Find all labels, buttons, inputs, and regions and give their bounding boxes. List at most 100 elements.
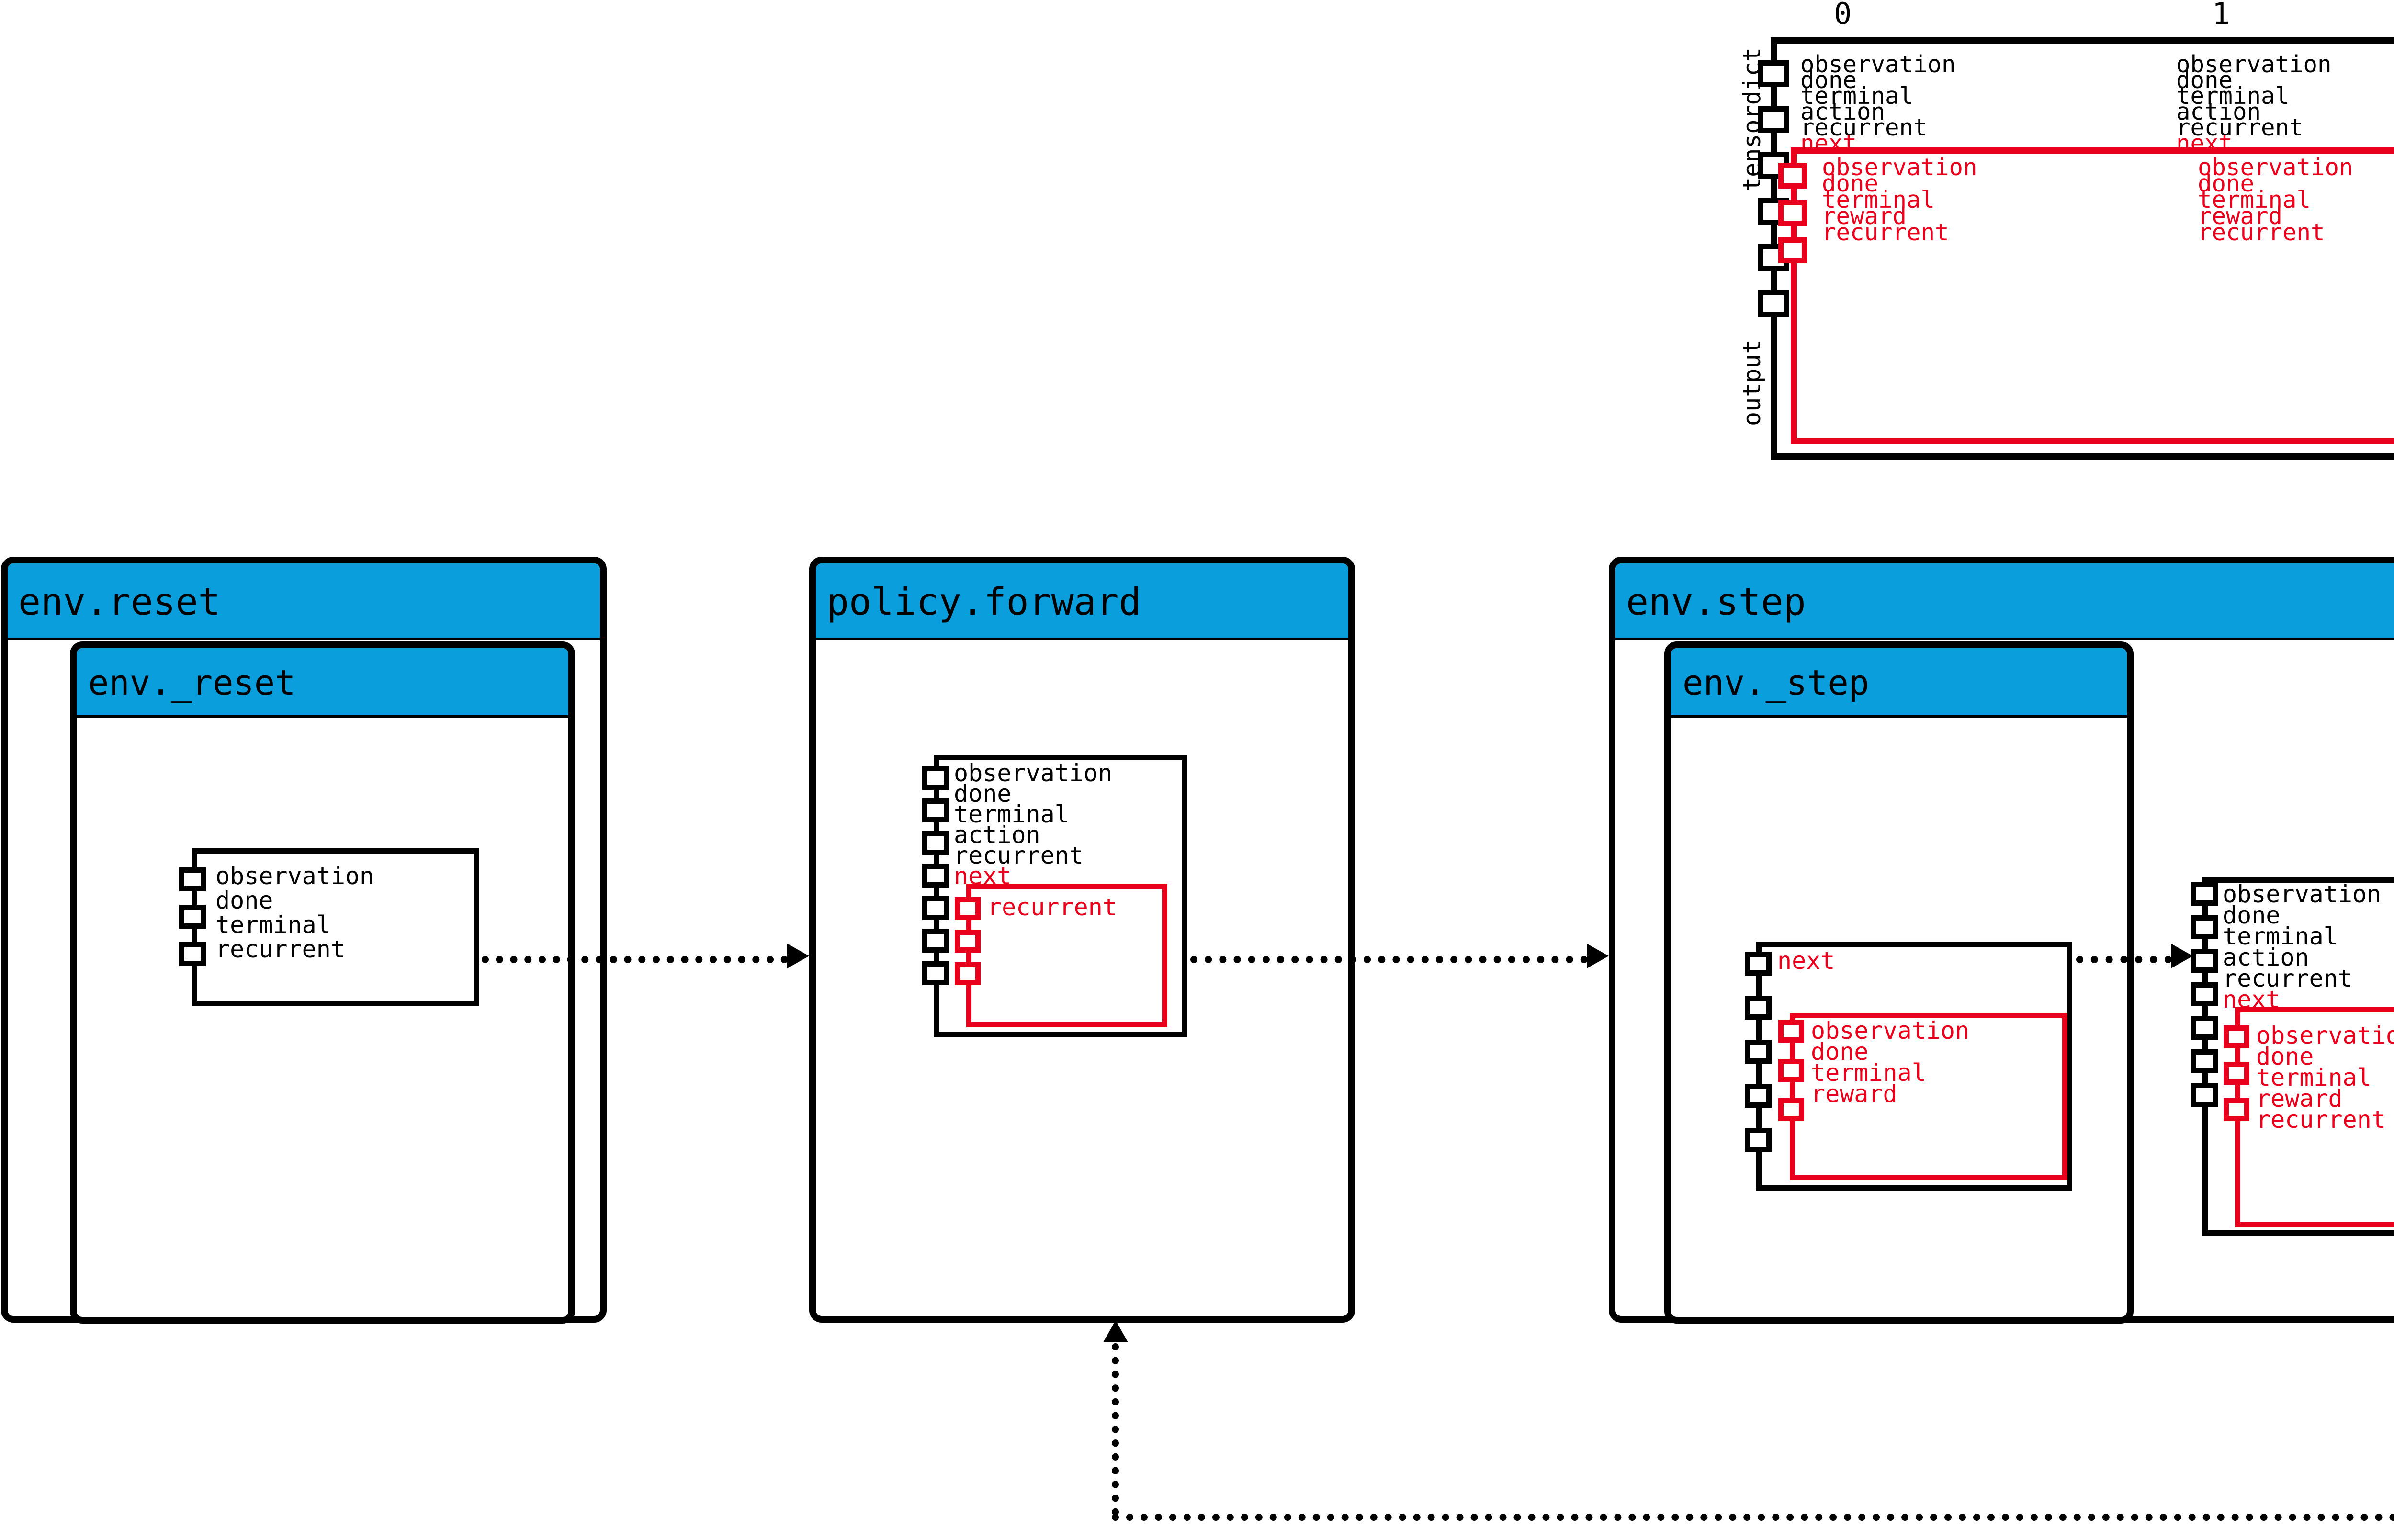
env-step-output-next-field: terminal bbox=[2256, 1064, 2371, 1091]
stage-header-env-_reset bbox=[77, 648, 568, 718]
env-step-inner-tensordict-box bbox=[1756, 942, 2072, 1191]
env-step-inner-next-box bbox=[1790, 1013, 2067, 1180]
tensordict-next-field: reward bbox=[1822, 202, 1907, 230]
flow-arrow-stepinner-to-stepoutput bbox=[2171, 944, 2193, 968]
env-step-output-clip bbox=[2191, 982, 2218, 1006]
tensordict-next-field: done bbox=[1822, 170, 1879, 197]
env-step-inner-next-clip bbox=[1778, 1020, 1804, 1043]
policy-tensordict-field: done bbox=[954, 780, 1012, 808]
policy-tensordict-next-field: recurrent bbox=[987, 893, 1117, 921]
flow-feedback-across bbox=[1112, 1514, 2394, 1521]
env-step-inner-next-field: observation bbox=[1811, 1017, 1970, 1045]
tensordict-field: terminal bbox=[1800, 82, 1914, 110]
policy-tensordict-next-clip bbox=[955, 930, 981, 953]
stage-title-env-_reset: env._reset bbox=[88, 663, 296, 703]
policy-tensordict-next-box bbox=[966, 884, 1167, 1027]
stage-header-env-reset bbox=[8, 563, 600, 640]
policy-tensordict-next-clip bbox=[955, 897, 981, 920]
policy-tensordict-field: action bbox=[954, 821, 1040, 849]
env-step-output-next-clip bbox=[2224, 1098, 2249, 1121]
tensordict-next-field: observation bbox=[2198, 154, 2353, 181]
tensordict-field: action bbox=[1800, 98, 1886, 125]
tensordict-clip bbox=[1758, 106, 1789, 133]
env-step-inner-tensordict-clip bbox=[1745, 1040, 1772, 1064]
tensordict-next-field: done bbox=[2198, 170, 2255, 197]
output-tensordict-box bbox=[1771, 37, 2394, 460]
env-step-inner-next-clip bbox=[1778, 1059, 1804, 1082]
policy-tensordict-clip bbox=[922, 831, 949, 855]
flow-arrow-policy-to-step bbox=[1587, 944, 1609, 968]
tensordict-field: recurrent bbox=[1800, 114, 1928, 141]
policy-tensordict-clip bbox=[922, 798, 949, 822]
tensordict-field: done bbox=[2176, 67, 2233, 94]
tensordict-next-field: recurrent bbox=[1822, 219, 1949, 246]
env-step-output-clip bbox=[2191, 882, 2218, 906]
flow-reset-to-policy bbox=[482, 956, 788, 963]
stage-env-_reset[interactable]: env._reset bbox=[70, 641, 575, 1324]
policy-tensordict-clip bbox=[922, 864, 949, 888]
stage-env-_step[interactable]: env._step bbox=[1664, 641, 2134, 1324]
policy-tensordict-field: recurrent bbox=[954, 842, 1084, 869]
tensordict-field: action bbox=[2176, 98, 2261, 125]
env-step-output-next-field: observation bbox=[2256, 1022, 2394, 1049]
env-step-output-field: action bbox=[2223, 944, 2309, 971]
env-step-output-next-field: reward bbox=[2256, 1085, 2343, 1113]
policy-tensordict-next-clip bbox=[955, 962, 981, 985]
stage-header-env-step bbox=[1615, 563, 2394, 640]
env-step-inner-next-clip bbox=[1778, 1098, 1804, 1121]
tensordict-next-field: terminal bbox=[2198, 186, 2311, 214]
env-step-output-next-field: recurrent bbox=[2256, 1106, 2386, 1134]
tensordict-next-clip bbox=[1778, 200, 1807, 226]
stage-title-policy-forward: policy.forward bbox=[826, 581, 1141, 624]
env-step-output-clip bbox=[2191, 1049, 2218, 1073]
flow-feedback-up bbox=[1112, 1343, 1119, 1516]
env-step-output-next-clip bbox=[2224, 1025, 2249, 1048]
env-step-inner-next-field: done bbox=[1811, 1038, 1869, 1066]
env-step-inner-tensordict-clip bbox=[1745, 1084, 1772, 1108]
tensordict-next-field: recurrent bbox=[2198, 219, 2325, 246]
flow-policy-to-step bbox=[1190, 956, 1588, 963]
axis-label-output: output bbox=[1738, 339, 1766, 426]
flow-arrow-reset-to-policy bbox=[787, 944, 809, 968]
tensordict-field: terminal bbox=[2176, 82, 2290, 110]
stage-title-env-_step: env._step bbox=[1683, 663, 1870, 703]
env-step-output-next-clip bbox=[2224, 1062, 2249, 1085]
env-reset-tensordict-field: observation bbox=[215, 862, 374, 890]
env-step-output-next-field: done bbox=[2256, 1043, 2314, 1070]
policy-tensordict-clip bbox=[922, 929, 949, 953]
policy-tensordict-clip bbox=[922, 961, 949, 985]
stage-policy-forward[interactable]: policy.forward bbox=[809, 557, 1355, 1323]
env-step-output-field: recurrent bbox=[2223, 965, 2352, 992]
policy-tensordict-clip bbox=[922, 896, 949, 920]
stage-title-env-step: env.step bbox=[1626, 581, 1806, 624]
env-step-inner-tensordict-clip bbox=[1745, 1128, 1772, 1152]
tensordict-next-field: observation bbox=[1822, 154, 1977, 181]
tensordict-clip bbox=[1758, 290, 1789, 317]
env-reset-tensordict-field: terminal bbox=[215, 911, 331, 939]
tensordict-clip bbox=[1758, 60, 1789, 87]
env-reset-tensordict-clip bbox=[179, 905, 206, 929]
tensordict-field: observation bbox=[2176, 51, 2332, 78]
tensordict-next-field: reward bbox=[2198, 202, 2283, 230]
flow-stepinner-to-stepoutput bbox=[2076, 956, 2172, 963]
tensordict-next-clip bbox=[1778, 163, 1807, 189]
env-reset-tensordict-field: recurrent bbox=[215, 935, 345, 963]
tensordict-next-clip bbox=[1778, 237, 1807, 263]
env-step-output-clip bbox=[2191, 1016, 2218, 1040]
tensordict-next-field: terminal bbox=[1822, 186, 1935, 214]
env-step-output-field: observation bbox=[2223, 880, 2382, 908]
env-step-inner-tensordict-clip bbox=[1745, 952, 1772, 976]
stage-header-env-_step bbox=[1671, 648, 2127, 718]
env-step-inner-field-next: next bbox=[1777, 947, 1835, 975]
tensordict-field: done bbox=[1800, 67, 1857, 94]
column-header-1: 1 bbox=[2212, 0, 2230, 31]
stage-header-policy-forward bbox=[816, 563, 1348, 640]
env-step-inner-next-field: terminal bbox=[1811, 1059, 1926, 1087]
env-step-inner-tensordict-clip bbox=[1745, 996, 1772, 1020]
env-step-output-field: terminal bbox=[2223, 922, 2338, 950]
env-reset-tensordict-clip bbox=[179, 867, 206, 891]
tensordict-field: observation bbox=[1800, 51, 1956, 78]
env-reset-tensordict-field: done bbox=[215, 887, 273, 914]
flow-arrow-feedback-to-policy bbox=[1103, 1320, 1128, 1342]
